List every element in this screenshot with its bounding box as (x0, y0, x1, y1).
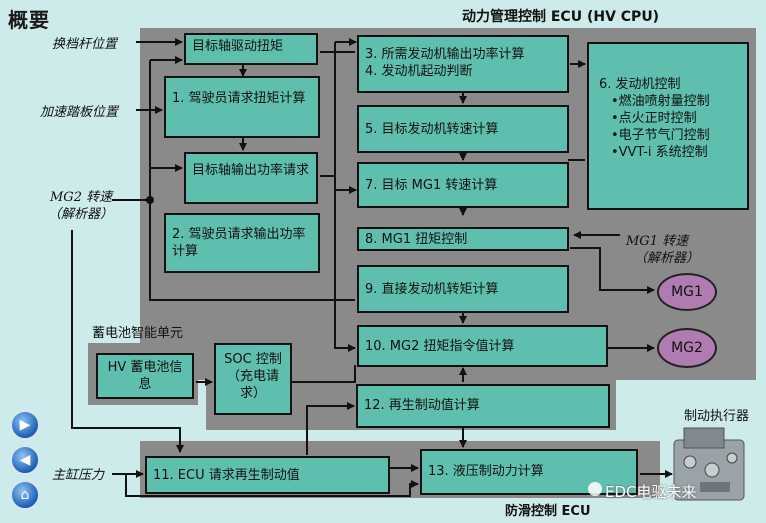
driver-power-box: 2. 驾驶员请求输出功率计算 (164, 213, 320, 273)
target-axle-torque-box: 目标轴驱动扭矩 (184, 33, 318, 65)
wechat-icon (588, 482, 602, 496)
soc-control-box: SOC 控制（充电请求） (214, 343, 292, 415)
nav-forward-icon[interactable]: ▶ (10, 410, 40, 440)
page-title: 概要 (8, 8, 50, 32)
throttle-control-item: •电子节气门控制 (611, 128, 710, 143)
driver-torque-box: 1. 驾驶员请求扭矩计算 (164, 76, 320, 138)
engine-power-box: 3. 所需发动机输出功率计算 4. 发动机起动判断 (357, 35, 569, 93)
engine-power-line2: 4. 发动机起动判断 (365, 64, 473, 79)
watermark: EDC电驱未来 (605, 483, 697, 501)
ignition-timing-item: •点火正时控制 (611, 111, 697, 126)
nav-back-icon[interactable]: ◀ (10, 445, 40, 475)
brake-actuator-label: 制动执行器 (684, 409, 750, 424)
target-axle-power-box: 目标轴输出功率请求 (184, 152, 318, 204)
ecu-regen-request-box: 11. ECU 请求再生制动值 (145, 456, 390, 494)
mg1-torque-box: 8. MG1 扭矩控制 (357, 227, 569, 251)
engine-control-title: 6. 发动机控制 (599, 77, 681, 92)
shift-lever-input: 换档杆位置 (52, 37, 118, 52)
master-cylinder-input: 主缸压力 (52, 468, 105, 483)
hv-battery-box: HV 蓄电池信息 (96, 353, 194, 399)
direct-engine-torque-box: 9. 直接发动机转矩计算 (357, 265, 569, 313)
vvti-control-item: •VVT-i 系统控制 (611, 145, 708, 160)
fuel-injection-item: •燃油喷射量控制 (611, 94, 710, 109)
mg2-motor: MG2 (657, 328, 717, 368)
target-mg1-speed-box: 7. 目标 MG1 转速计算 (357, 162, 569, 208)
target-engine-speed-box: 5. 目标发动机转速计算 (357, 105, 569, 153)
nav-home-icon[interactable]: ⌂ (10, 480, 40, 510)
engine-control-box: 6. 发动机控制 •燃油喷射量控制 •点火正时控制 •电子节气门控制 •VVT-… (587, 42, 749, 210)
mg2-resolver-label: （解析器） (48, 207, 114, 222)
mg1-speed-input: MG1 转速 (626, 234, 689, 249)
regen-calc-box: 12. 再生制动值计算 (356, 384, 610, 428)
accel-pedal-input: 加速踏板位置 (40, 105, 119, 120)
mg2-torque-cmd-box: 10. MG2 扭矩指令值计算 (357, 325, 608, 367)
ecu-header: 动力管理控制 ECU (HV CPU) (462, 9, 660, 25)
mg1-motor: MG1 (657, 273, 717, 311)
mg1-resolver-label: （解析器） (634, 251, 700, 266)
engine-power-line1: 3. 所需发动机输出功率计算 (365, 47, 525, 62)
abs-ecu-label: 防滑控制 ECU (505, 504, 591, 519)
mg2-speed-input: MG2 转速 (50, 190, 113, 205)
battery-unit-label: 蓄电池智能单元 (92, 326, 184, 341)
